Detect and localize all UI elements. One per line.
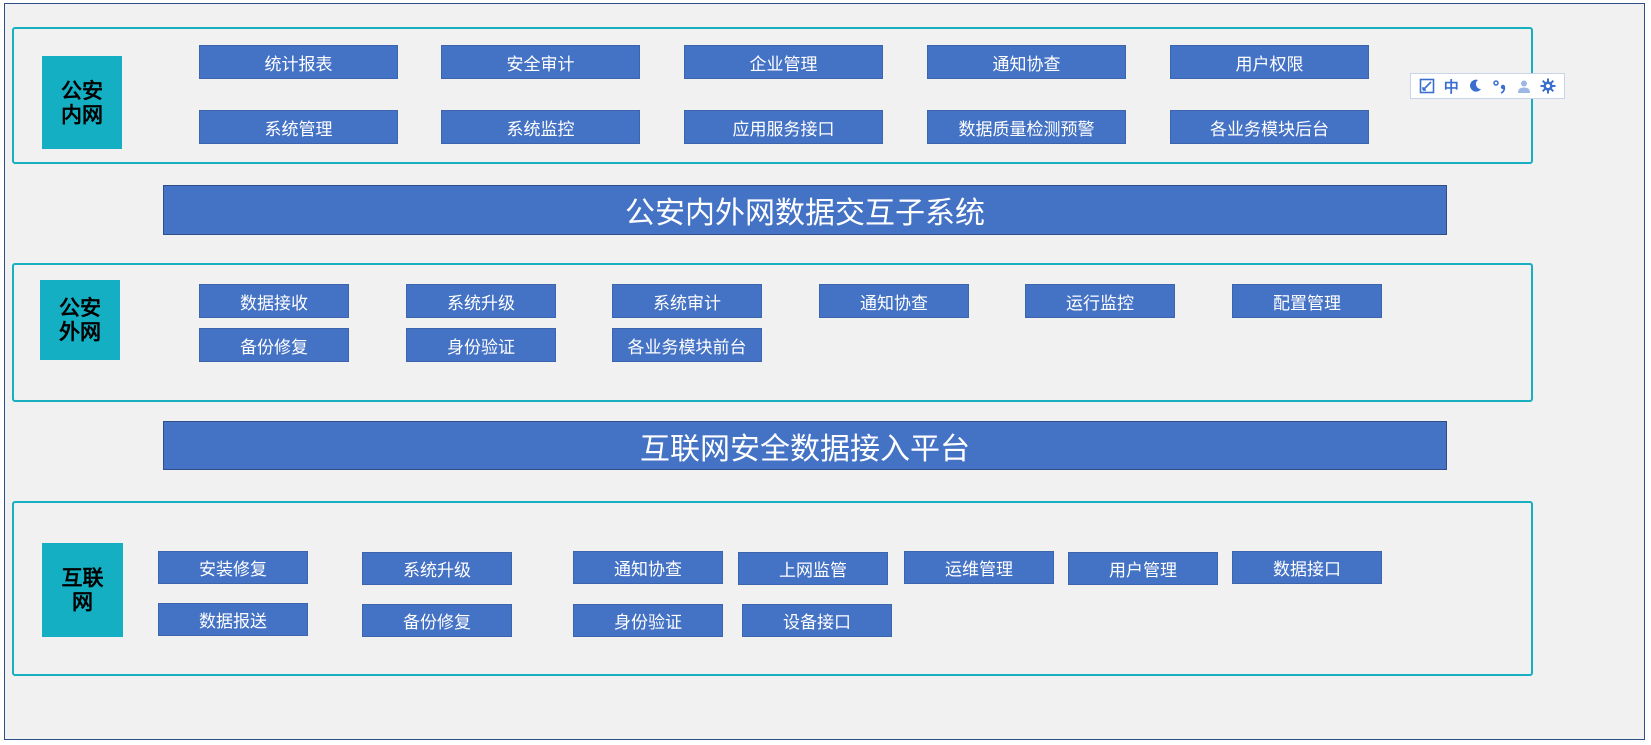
module-box: 通知协查 bbox=[819, 284, 969, 318]
section-label-text: 公安外网 bbox=[59, 296, 101, 344]
module-box: 数据接口 bbox=[1232, 551, 1382, 584]
module-box: 运行监控 bbox=[1025, 284, 1175, 318]
edit-icon[interactable] bbox=[1417, 76, 1437, 96]
module-box: 系统升级 bbox=[406, 284, 556, 318]
banner-internet-access: 互联网安全数据接入平台 bbox=[163, 421, 1447, 470]
module-box: 备份修复 bbox=[199, 328, 349, 362]
section-label-text: 互联网 bbox=[61, 566, 104, 614]
section-label-police-intranet: 公安内网 bbox=[42, 56, 122, 149]
module-box: 应用服务接口 bbox=[684, 110, 883, 144]
moon-icon[interactable] bbox=[1465, 76, 1485, 96]
section-label-internet: 互联网 bbox=[42, 543, 123, 637]
module-box: 身份验证 bbox=[573, 604, 723, 637]
chinese-mode-icon[interactable]: 中 bbox=[1443, 77, 1459, 96]
module-box: 系统审计 bbox=[612, 284, 762, 318]
punctuation-icon[interactable] bbox=[1490, 76, 1510, 96]
module-box: 系统升级 bbox=[362, 552, 512, 585]
module-box: 系统管理 bbox=[199, 110, 398, 144]
user-icon[interactable] bbox=[1514, 76, 1534, 96]
module-box: 用户权限 bbox=[1170, 45, 1369, 79]
module-box: 上网监管 bbox=[738, 552, 888, 585]
module-box: 各业务模块后台 bbox=[1170, 110, 1369, 144]
module-box: 通知协查 bbox=[573, 551, 723, 584]
module-box: 通知协查 bbox=[927, 45, 1126, 79]
ime-toolbar: 中 bbox=[1410, 73, 1565, 99]
module-box: 数据接收 bbox=[199, 284, 349, 318]
section-label-text: 公安内网 bbox=[61, 78, 103, 127]
module-box: 备份修复 bbox=[362, 604, 512, 637]
module-box: 数据质量检测预警 bbox=[927, 110, 1126, 144]
section-internet bbox=[12, 501, 1533, 676]
module-box: 各业务模块前台 bbox=[612, 328, 762, 362]
module-box: 安全审计 bbox=[441, 45, 640, 79]
module-box: 身份验证 bbox=[406, 328, 556, 362]
module-box: 安装修复 bbox=[158, 551, 308, 584]
module-box: 用户管理 bbox=[1068, 552, 1218, 585]
module-box: 系统监控 bbox=[441, 110, 640, 144]
section-label-police-extranet: 公安外网 bbox=[40, 280, 120, 360]
module-box: 运维管理 bbox=[904, 551, 1054, 584]
module-box: 设备接口 bbox=[742, 604, 892, 637]
module-box: 配置管理 bbox=[1232, 284, 1382, 318]
module-box: 统计报表 bbox=[199, 45, 398, 79]
module-box: 数据报送 bbox=[158, 603, 308, 636]
gear-icon[interactable] bbox=[1538, 76, 1558, 96]
banner-data-exchange: 公安内外网数据交互子系统 bbox=[163, 185, 1447, 235]
module-box: 企业管理 bbox=[684, 45, 883, 79]
